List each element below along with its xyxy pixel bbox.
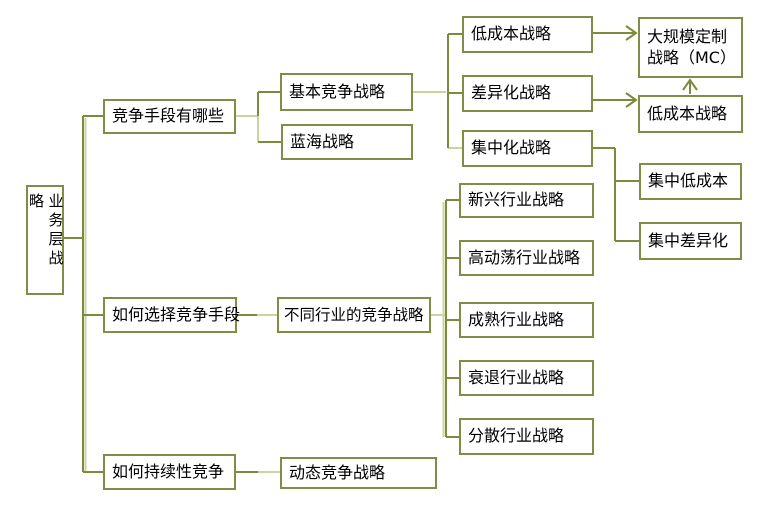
node-low-cost-strategy[interactable]: 低成本战略 (462, 16, 593, 53)
node-focus-strategy[interactable]: 集中化战略 (462, 130, 593, 167)
node-focused-low-cost[interactable]: 集中低成本 (639, 163, 742, 200)
node-declining-industry-strategy[interactable]: 衰退行业战略 (459, 360, 594, 396)
node-competitive-means[interactable]: 竞争手段有哪些 (103, 99, 236, 134)
node-differentiation-strategy[interactable]: 差异化战略 (462, 75, 593, 112)
node-focused-differentiation[interactable]: 集中差异化 (639, 222, 742, 260)
arrow-differentiation-to-lowcost-head (625, 92, 638, 108)
node-blue-ocean-strategy[interactable]: 蓝海战略 (281, 124, 413, 160)
node-dynamic-competitive-strategy[interactable]: 动态竞争战略 (280, 457, 437, 489)
node-low-cost-strategy-2[interactable]: 低成本战略 (638, 95, 743, 133)
arrow-lowcost-to-mc-head (625, 25, 638, 41)
node-industry-competitive-strategies[interactable]: 不同行业的竞争战略 (277, 297, 431, 333)
node-basic-competitive-strategy[interactable]: 基本竞争战略 (280, 73, 413, 111)
node-mature-industry-strategy[interactable]: 成熟行业战略 (459, 302, 594, 338)
node-choose-competitive-means[interactable]: 如何选择竞争手段 (103, 297, 240, 333)
arrow-lowcost2-to-mc-head (682, 78, 698, 91)
node-sustainable-competition[interactable]: 如何持续性竞争 (103, 454, 236, 490)
node-turbulent-industry-strategy[interactable]: 高动荡行业战略 (459, 240, 594, 276)
node-business-level-strategy[interactable]: 业务层战略 (26, 185, 65, 295)
node-mass-customization-strategy[interactable]: 大规模定制战略（MC） (638, 17, 743, 78)
node-emerging-industry-strategy[interactable]: 新兴行业战略 (459, 183, 594, 218)
node-fragmented-industry-strategy[interactable]: 分散行业战略 (459, 418, 594, 455)
